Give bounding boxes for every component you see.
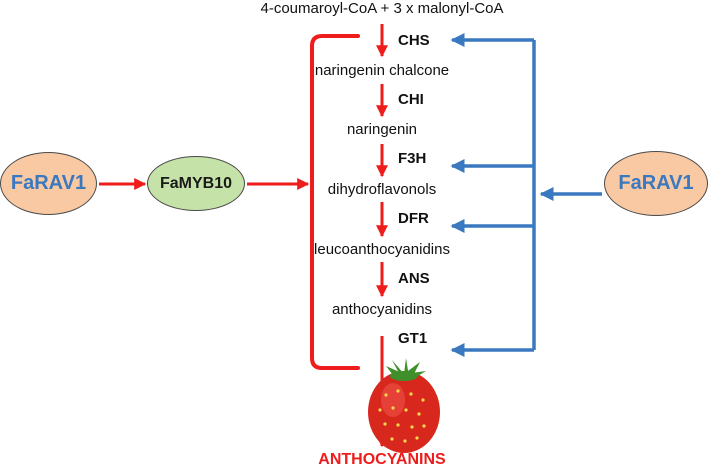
enzyme-chs-label: CHS [398, 32, 430, 49]
enzyme-ans-label: ANS [398, 270, 430, 287]
product-label: naringenin [346, 121, 418, 138]
farav1-right-node: FaRAV1 [604, 151, 708, 216]
famyb10-node: FaMYB10 [147, 156, 245, 211]
final-product-label: ANTHOCYANINS [318, 451, 446, 468]
product-label: anthocyanidins [331, 301, 433, 318]
product-label: dihydroflavonols [327, 181, 437, 198]
substrate-label: 4-coumaroyl-CoA + 3 x malonyl-CoA [260, 0, 504, 17]
strawberry-icon [368, 358, 440, 453]
product-label: naringenin chalcone [314, 62, 450, 79]
enzyme-f3h-label: F3H [398, 150, 427, 167]
product-label: leucoanthocyanidins [314, 241, 450, 258]
regulation-bracket [310, 34, 360, 370]
enzyme-gt1-label: GT1 [398, 330, 428, 347]
farav1-left-node: FaRAV1 [0, 152, 97, 215]
enzyme-dfr-label: DFR [398, 210, 429, 227]
enzyme-chi-label: CHI [398, 91, 424, 108]
